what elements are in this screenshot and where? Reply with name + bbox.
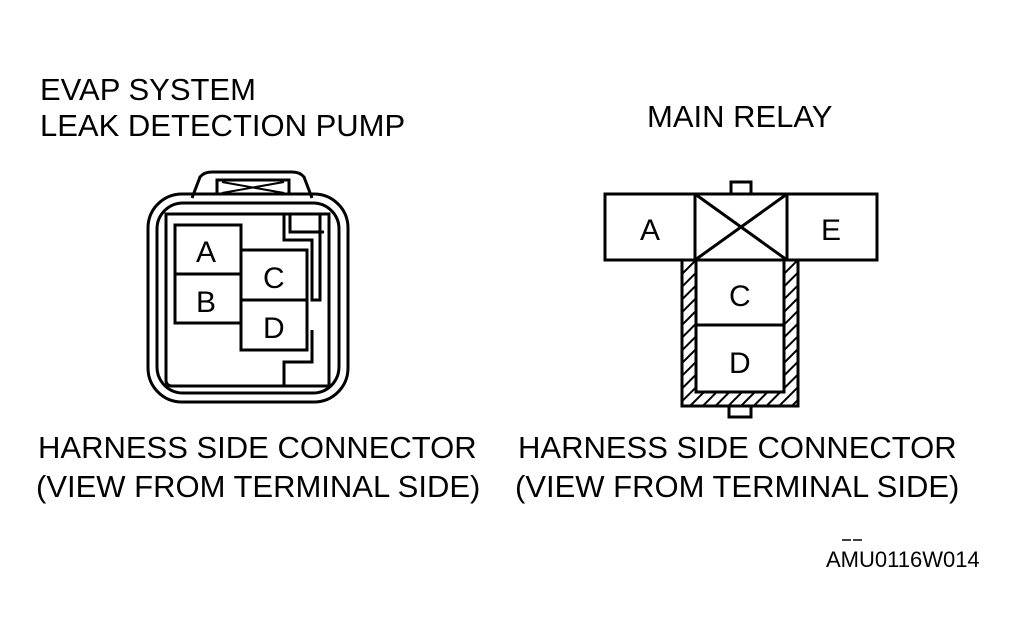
- relay-top-nub: [729, 180, 753, 196]
- left-caption-line1: HARNESS SIDE CONNECTOR: [38, 430, 477, 465]
- left-connector-outer: [146, 192, 350, 404]
- right-caption-line2: (VIEW FROM TERMINAL SIDE): [515, 469, 960, 504]
- terminal-d-cell: [239, 298, 309, 352]
- left-terminal-a-label: A: [196, 236, 216, 269]
- left-terminal-c-label: C: [263, 262, 285, 295]
- relay-terminal-a-cell: [603, 192, 697, 262]
- left-caption-line2: (VIEW FROM TERMINAL SIDE): [36, 469, 481, 504]
- relay-terminal-e-cell: [785, 192, 879, 262]
- right-terminal-e-label: E: [821, 214, 841, 247]
- right-terminal-d-label: D: [729, 347, 751, 380]
- left-terminal-b-label: B: [196, 286, 216, 319]
- left-terminal-d-label: D: [263, 312, 285, 345]
- left-connector-key: [282, 214, 322, 302]
- right-terminal-a-label: A: [640, 214, 660, 247]
- right-terminal-c-label: C: [729, 280, 751, 313]
- left-title-line1: EVAP SYSTEM: [40, 72, 256, 107]
- right-caption-line1: HARNESS SIDE CONNECTOR: [518, 430, 957, 465]
- right-connector: [603, 180, 879, 419]
- left-connector-lock-tab: [190, 170, 314, 199]
- right-title: MAIN RELAY: [647, 99, 833, 134]
- left-title-line2: LEAK DETECTION PUMP: [40, 108, 406, 143]
- left-connector-inner-ring: [155, 201, 341, 395]
- relay-bottom-nub: [727, 404, 753, 419]
- left-connector: [146, 170, 350, 404]
- left-connector-cavity: [164, 212, 331, 388]
- figure-code: AMU0116W014: [826, 547, 980, 572]
